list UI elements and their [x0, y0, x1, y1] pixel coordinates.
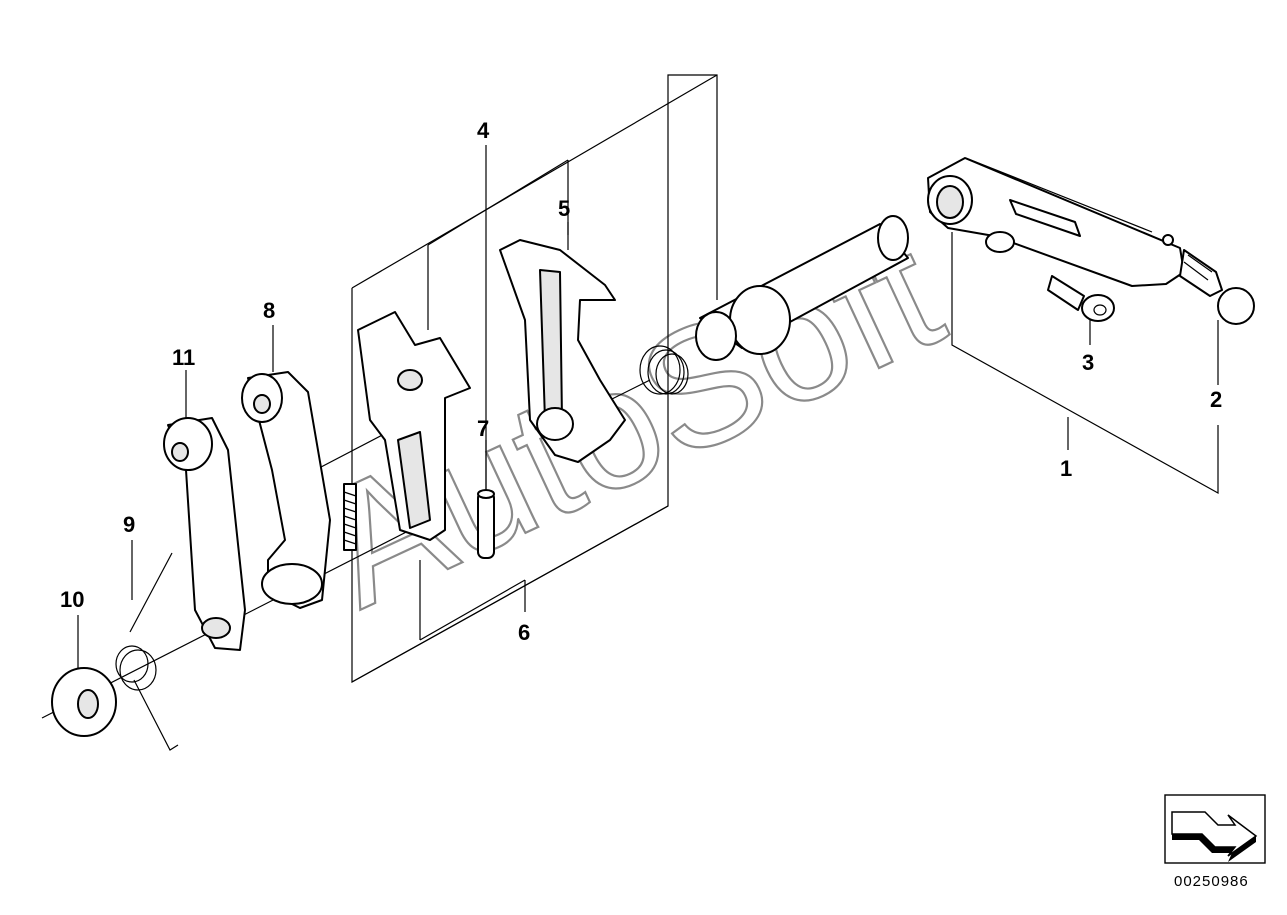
callout-7: 7	[477, 416, 489, 441]
callout-6: 6	[518, 620, 530, 645]
callout-2: 2	[1210, 387, 1222, 412]
callout-5: 5	[558, 196, 570, 221]
callout-4: 4	[477, 118, 490, 143]
gate-plate	[357, 311, 471, 541]
washer	[51, 667, 117, 737]
callout-11: 11	[172, 345, 195, 370]
ball-stud	[1179, 249, 1255, 325]
callout-1: 1	[1060, 456, 1072, 481]
callout-3: 3	[1082, 350, 1094, 375]
next-page-arrow-icon[interactable]	[1164, 794, 1266, 864]
callout-8: 8	[263, 298, 275, 323]
diagram-code: 00250986	[1174, 873, 1249, 890]
callout-9: 9	[123, 512, 135, 537]
roll-pin	[477, 489, 495, 559]
hex-screw	[1047, 275, 1115, 322]
shift-plate	[499, 239, 626, 463]
compression-spring	[343, 483, 357, 551]
assembly-bracket-frame	[351, 74, 718, 684]
torsion-spring	[115, 552, 179, 751]
shift-shaft	[695, 215, 909, 361]
leader-lines	[77, 145, 1219, 668]
shift-lever-arm	[927, 157, 1185, 287]
selector-lever	[163, 417, 246, 651]
callout-10: 10	[60, 587, 84, 612]
link-lever	[241, 371, 331, 609]
